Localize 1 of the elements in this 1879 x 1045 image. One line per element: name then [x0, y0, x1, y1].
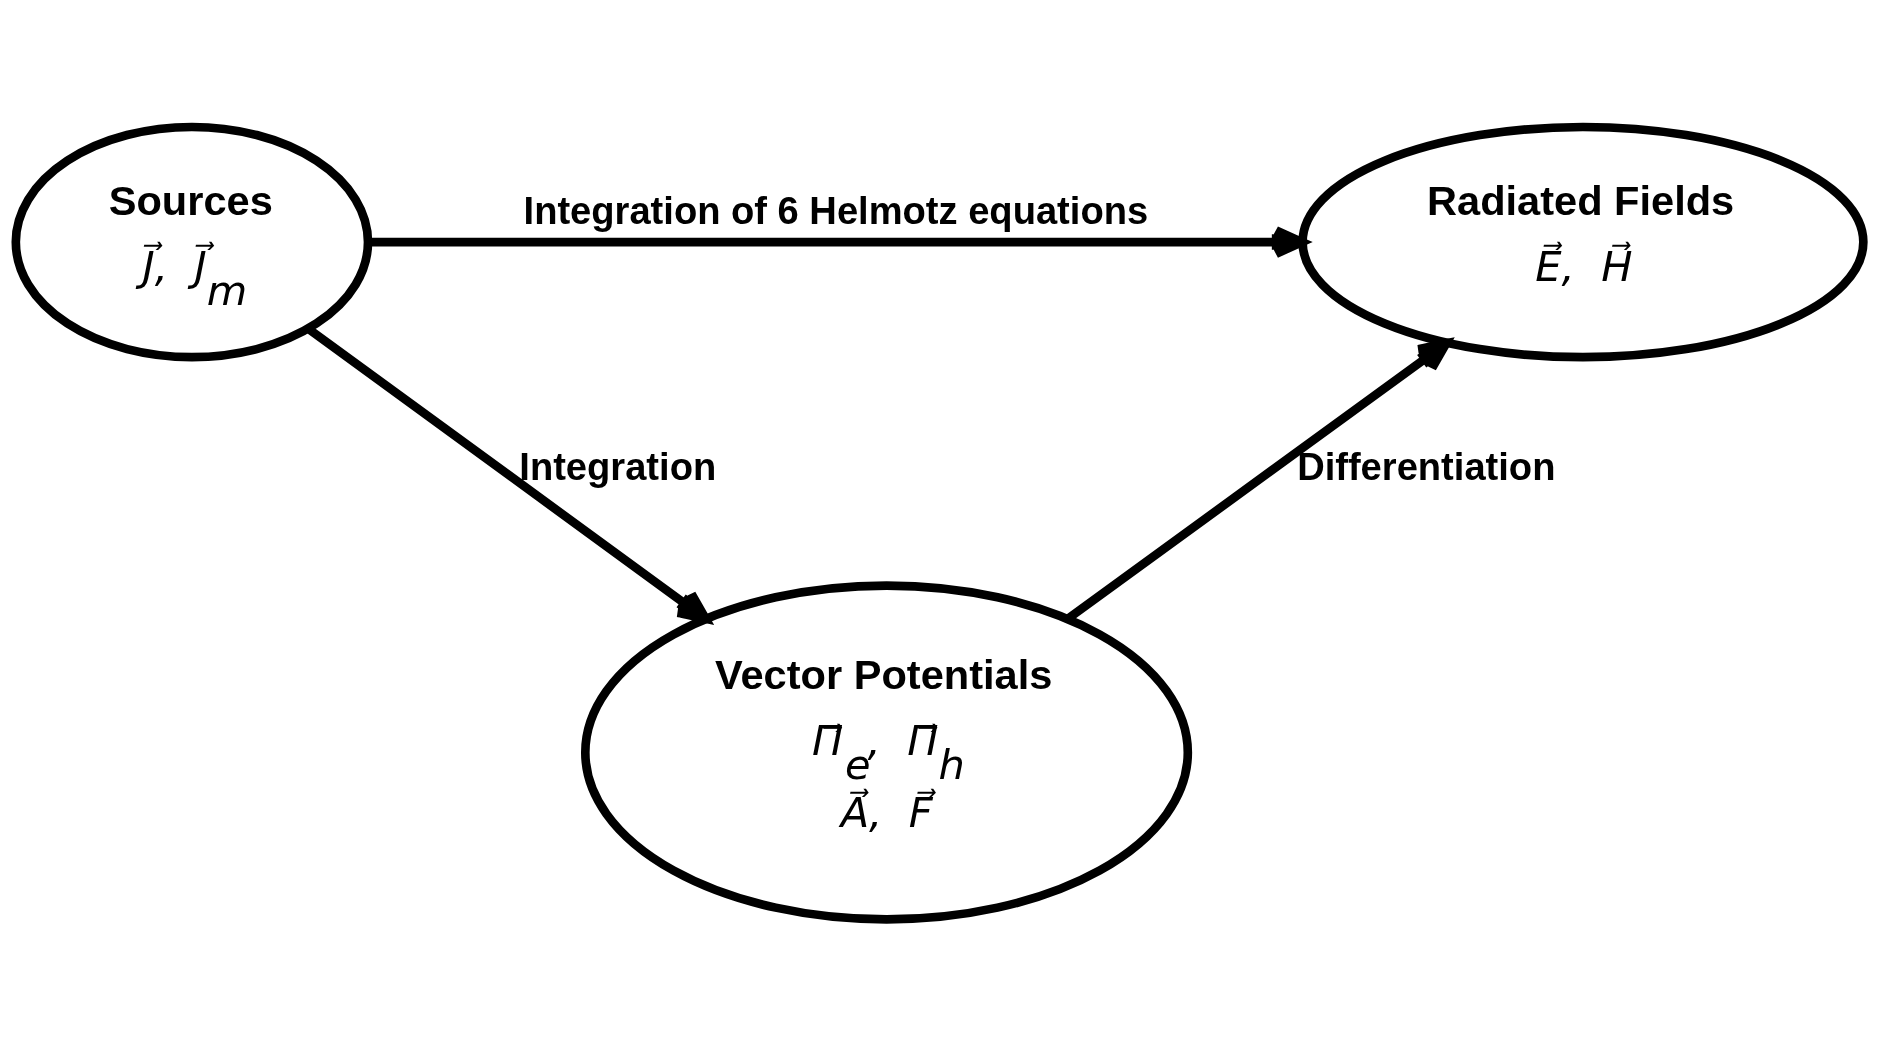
edge-label: Integration of 6 Helmotz equations: [523, 189, 1149, 232]
